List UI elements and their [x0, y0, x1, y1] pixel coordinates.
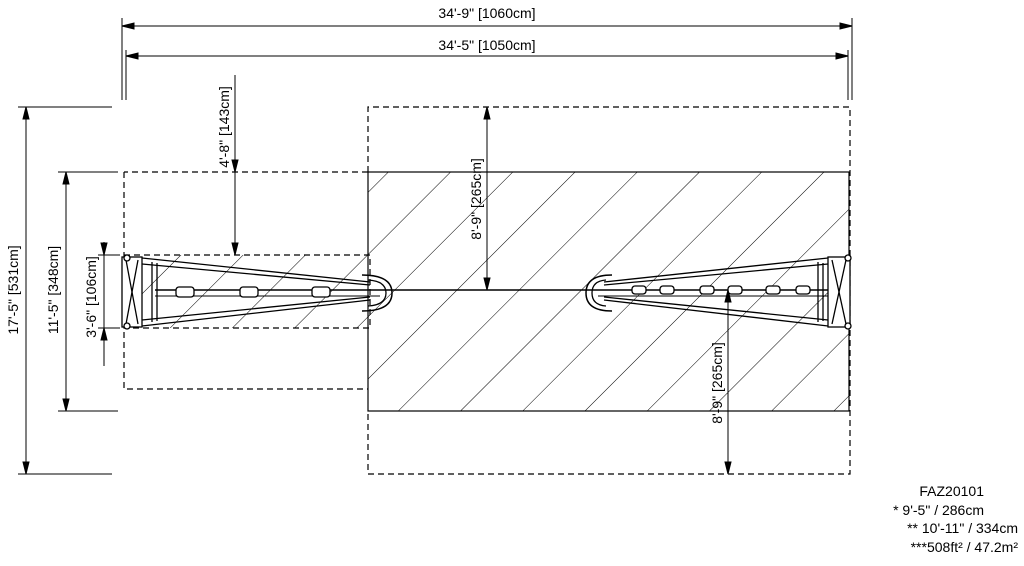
dimension-frame-width: [125, 50, 849, 100]
dimension-use-zone-top: [483, 106, 491, 291]
spec-line-2: ** 10'-11" / 334cm: [907, 520, 1018, 536]
use-zone-top-label: 8'-9" [265cm]: [468, 158, 484, 240]
overall-depth-label: 17'-5" [531cm]: [5, 245, 21, 334]
spec-line-1: * 9'-5" / 286cm: [893, 501, 984, 518]
frame-width-label: 34'-5" [1050cm]: [438, 37, 535, 53]
spec-line-3: ***508ft² / 47.2m²: [910, 538, 1018, 555]
dimension-frame-depth: [98, 242, 120, 366]
offset-left-label: 4'-8" [143cm]: [216, 86, 232, 168]
dimension-mid-depth: [58, 171, 118, 412]
mid-depth-label: 11'-5" [348cm]: [45, 246, 61, 334]
use-zone-bottom-label: 8'-9" [265cm]: [709, 342, 725, 424]
dimension-offset-left: [231, 75, 239, 256]
frame-depth-label: 3'-6" [106cm]: [83, 256, 99, 338]
left-a-frame: [121, 254, 393, 330]
right-a-frame: [585, 254, 852, 330]
dimension-overall-width: [121, 18, 853, 100]
model-number: FAZ20101: [919, 483, 984, 499]
dimension-overall-depth: [18, 106, 112, 475]
overall-width-label: 34'-9" [1060cm]: [438, 5, 535, 21]
dimension-use-zone-bottom: [724, 289, 732, 475]
spec-block: FAZ20101 * 9'-5" / 286cm ** 10'-11" / 33…: [838, 482, 1018, 556]
